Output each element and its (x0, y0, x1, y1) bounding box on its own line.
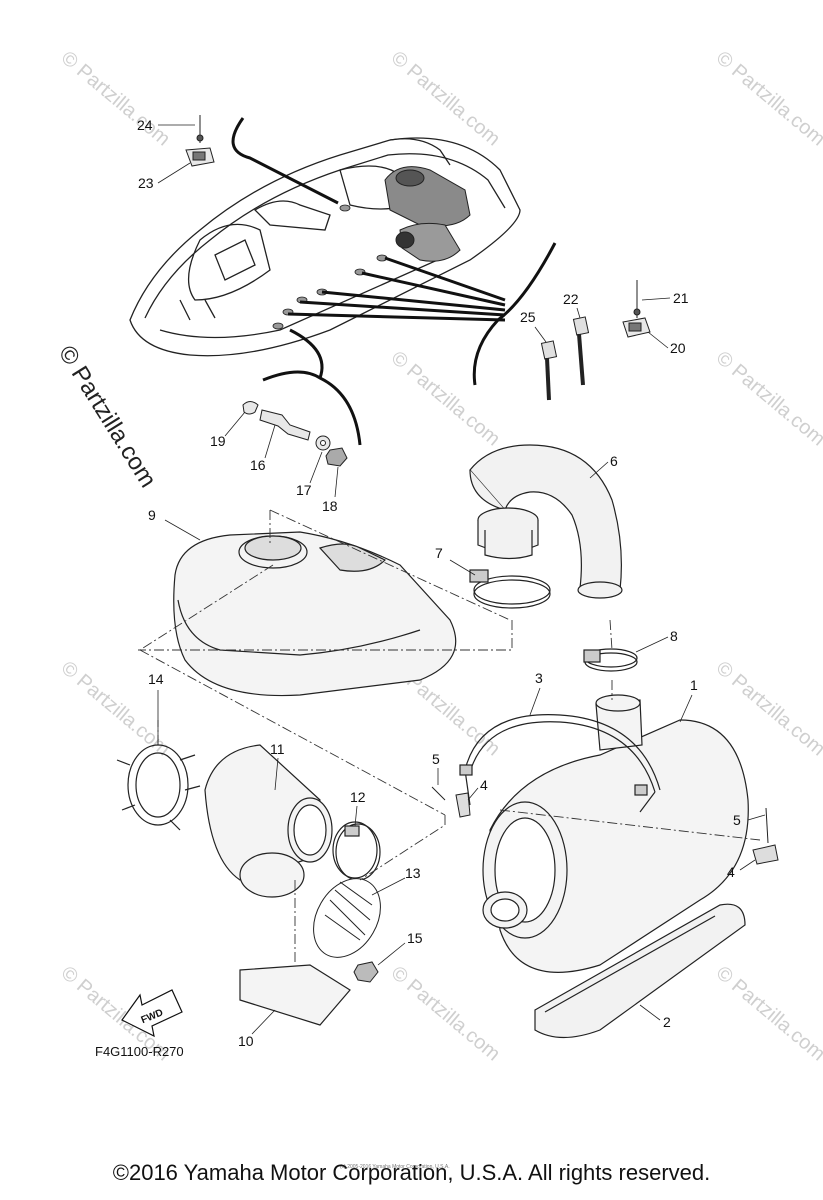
part-9-air-box (173, 531, 457, 697)
callout-4-right: 4 (727, 864, 735, 880)
part-11-duct (204, 744, 333, 898)
callout-20: 20 (670, 340, 686, 356)
callout-7: 7 (435, 545, 443, 561)
watermark: © Partzilla.com (387, 47, 504, 150)
callout-19: 19 (210, 433, 226, 449)
watermark-small: (c) 2005-2016 Yamaha Motor Corporation, … (340, 1164, 450, 1170)
callout-25: 25 (520, 309, 536, 325)
brackets-rivets (431, 786, 779, 865)
craft-highlighted-parts (384, 166, 471, 262)
callout-21: 21 (673, 290, 689, 306)
part-20-21-clip (622, 280, 651, 338)
part-1-muffler (482, 694, 749, 973)
part-15-nut (353, 961, 379, 983)
callout-12: 12 (350, 789, 366, 805)
watermark-side: © Partzilla.com (53, 341, 162, 492)
part-23-24-clip (185, 115, 215, 167)
callout-5-left: 5 (432, 751, 440, 767)
callout-8: 8 (670, 628, 678, 644)
watermark: © Partzilla.com (712, 347, 823, 450)
callout-15: 15 (407, 930, 423, 946)
fwd-arrow-icon: FWD (121, 989, 183, 1038)
callout-13: 13 (405, 865, 421, 881)
callout-14: 14 (148, 671, 164, 687)
callout-1: 1 (690, 677, 698, 693)
callout-5-right: 5 (733, 812, 741, 828)
callout-22: 22 (563, 291, 579, 307)
watermark: © Partzilla.com (712, 962, 823, 1065)
callout-6: 6 (610, 453, 618, 469)
callout-10: 10 (238, 1033, 254, 1049)
callout-23: 23 (138, 175, 154, 191)
diagram-ref: F4G1100-R270 (95, 1044, 184, 1059)
watermark: © Partzilla.com (387, 962, 504, 1065)
callouts: 24 23 22 21 25 20 19 16 17 18 6 9 7 8 14… (137, 117, 766, 1049)
part-3-strap (459, 714, 661, 813)
drain-fitting-parts (242, 401, 348, 467)
part-10-plate (239, 964, 351, 1026)
callout-3: 3 (535, 670, 543, 686)
assembly-lines (138, 509, 761, 965)
callout-17: 17 (296, 482, 312, 498)
callout-11: 11 (270, 741, 285, 757)
callout-18: 18 (322, 498, 338, 514)
callout-2: 2 (663, 1014, 671, 1030)
callout-4-left: 4 (480, 777, 488, 793)
callout-9: 9 (148, 507, 156, 523)
leader-lines (231, 117, 557, 446)
callout-24: 24 (137, 117, 153, 133)
copyright-notice: ©2016 Yamaha Motor Corporation, U.S.A. A… (112, 1160, 711, 1185)
part-6-intake-duct (469, 444, 623, 599)
hose-clamps (469, 569, 638, 672)
watercraft-illustration (129, 137, 521, 357)
part-13-screen (313, 878, 381, 958)
watermark: © Partzilla.com (57, 47, 174, 150)
callout-16: 16 (250, 457, 266, 473)
watermark: © Partzilla.com (712, 47, 823, 150)
part-2-guard (534, 903, 746, 1039)
watermark: © Partzilla.com (387, 347, 504, 450)
cable-ties (540, 316, 590, 401)
